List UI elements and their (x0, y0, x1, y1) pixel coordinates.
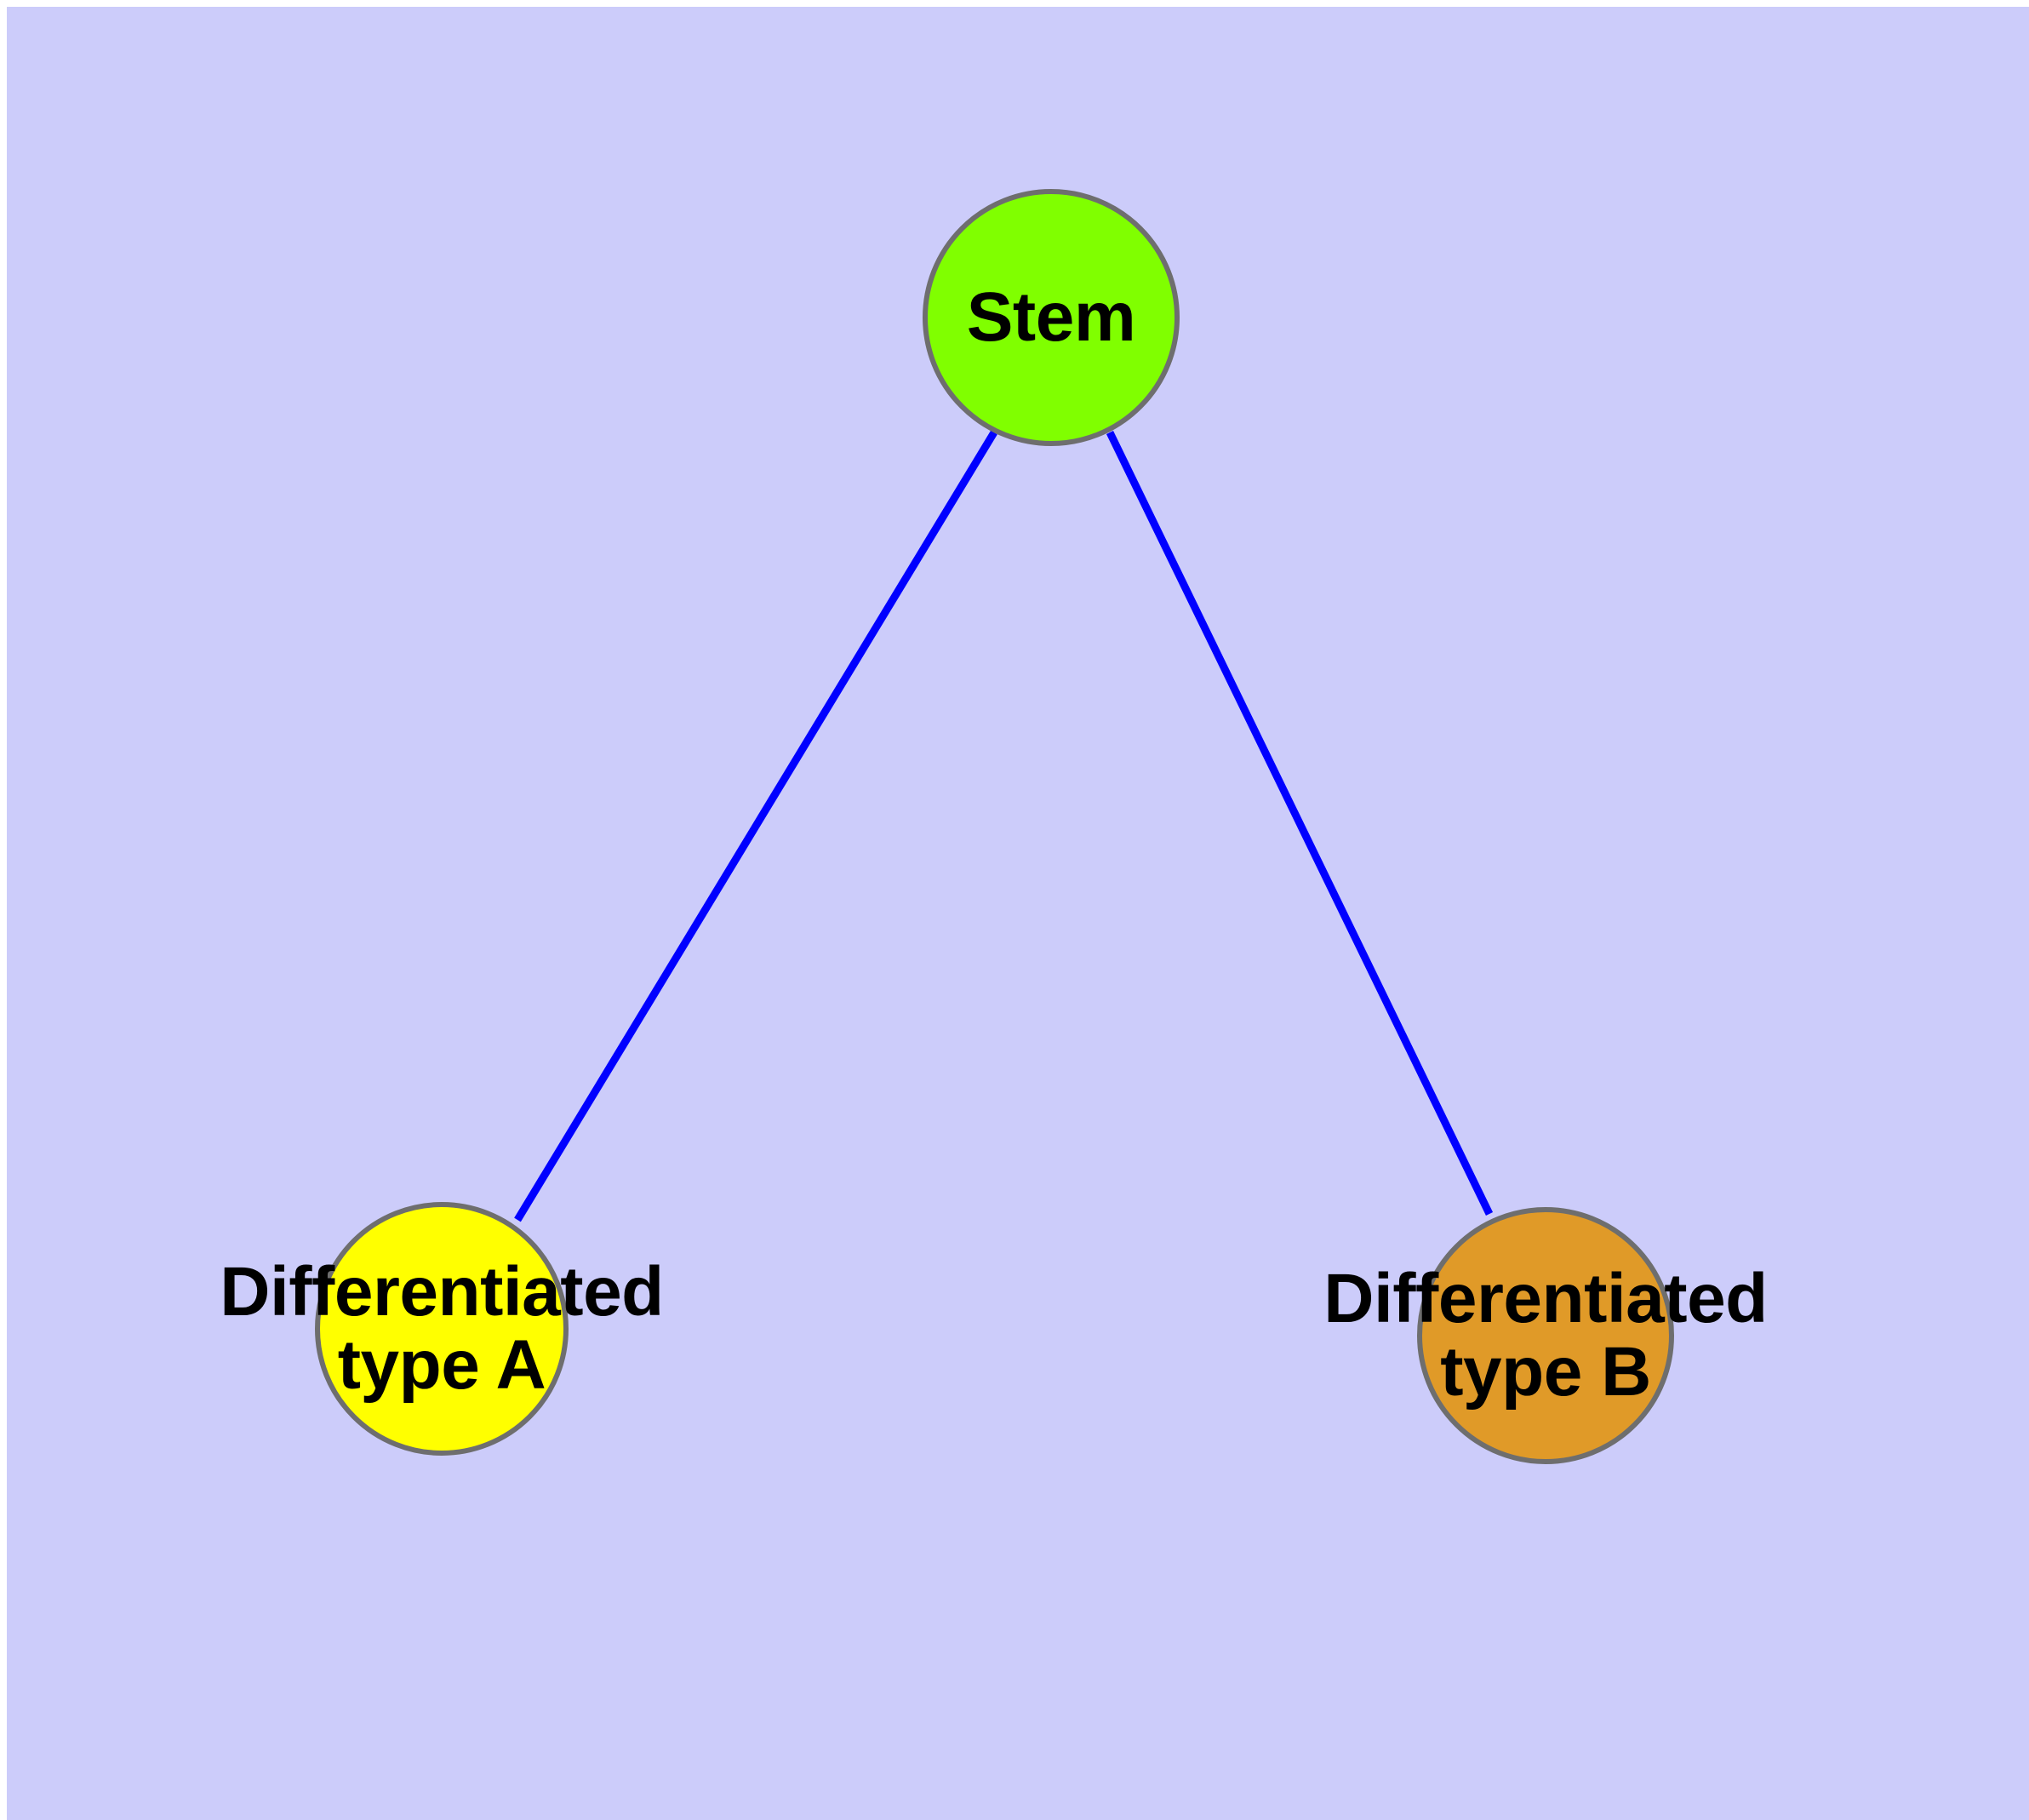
edge-stem-to-differentiated-type-b (1106, 431, 1494, 1216)
edge-layer (514, 430, 1494, 1222)
node-layer: Stem Differentiated type A Differentiate… (7, 7, 2029, 1820)
node-differentiated-type-a[interactable] (315, 1202, 569, 1456)
graph-plot-area: Stem Differentiated type A Differentiate… (7, 7, 2029, 1820)
edge-stem-to-differentiated-type-a (514, 430, 997, 1222)
node-stem[interactable] (923, 189, 1180, 446)
node-differentiated-type-b[interactable] (1417, 1207, 1674, 1464)
